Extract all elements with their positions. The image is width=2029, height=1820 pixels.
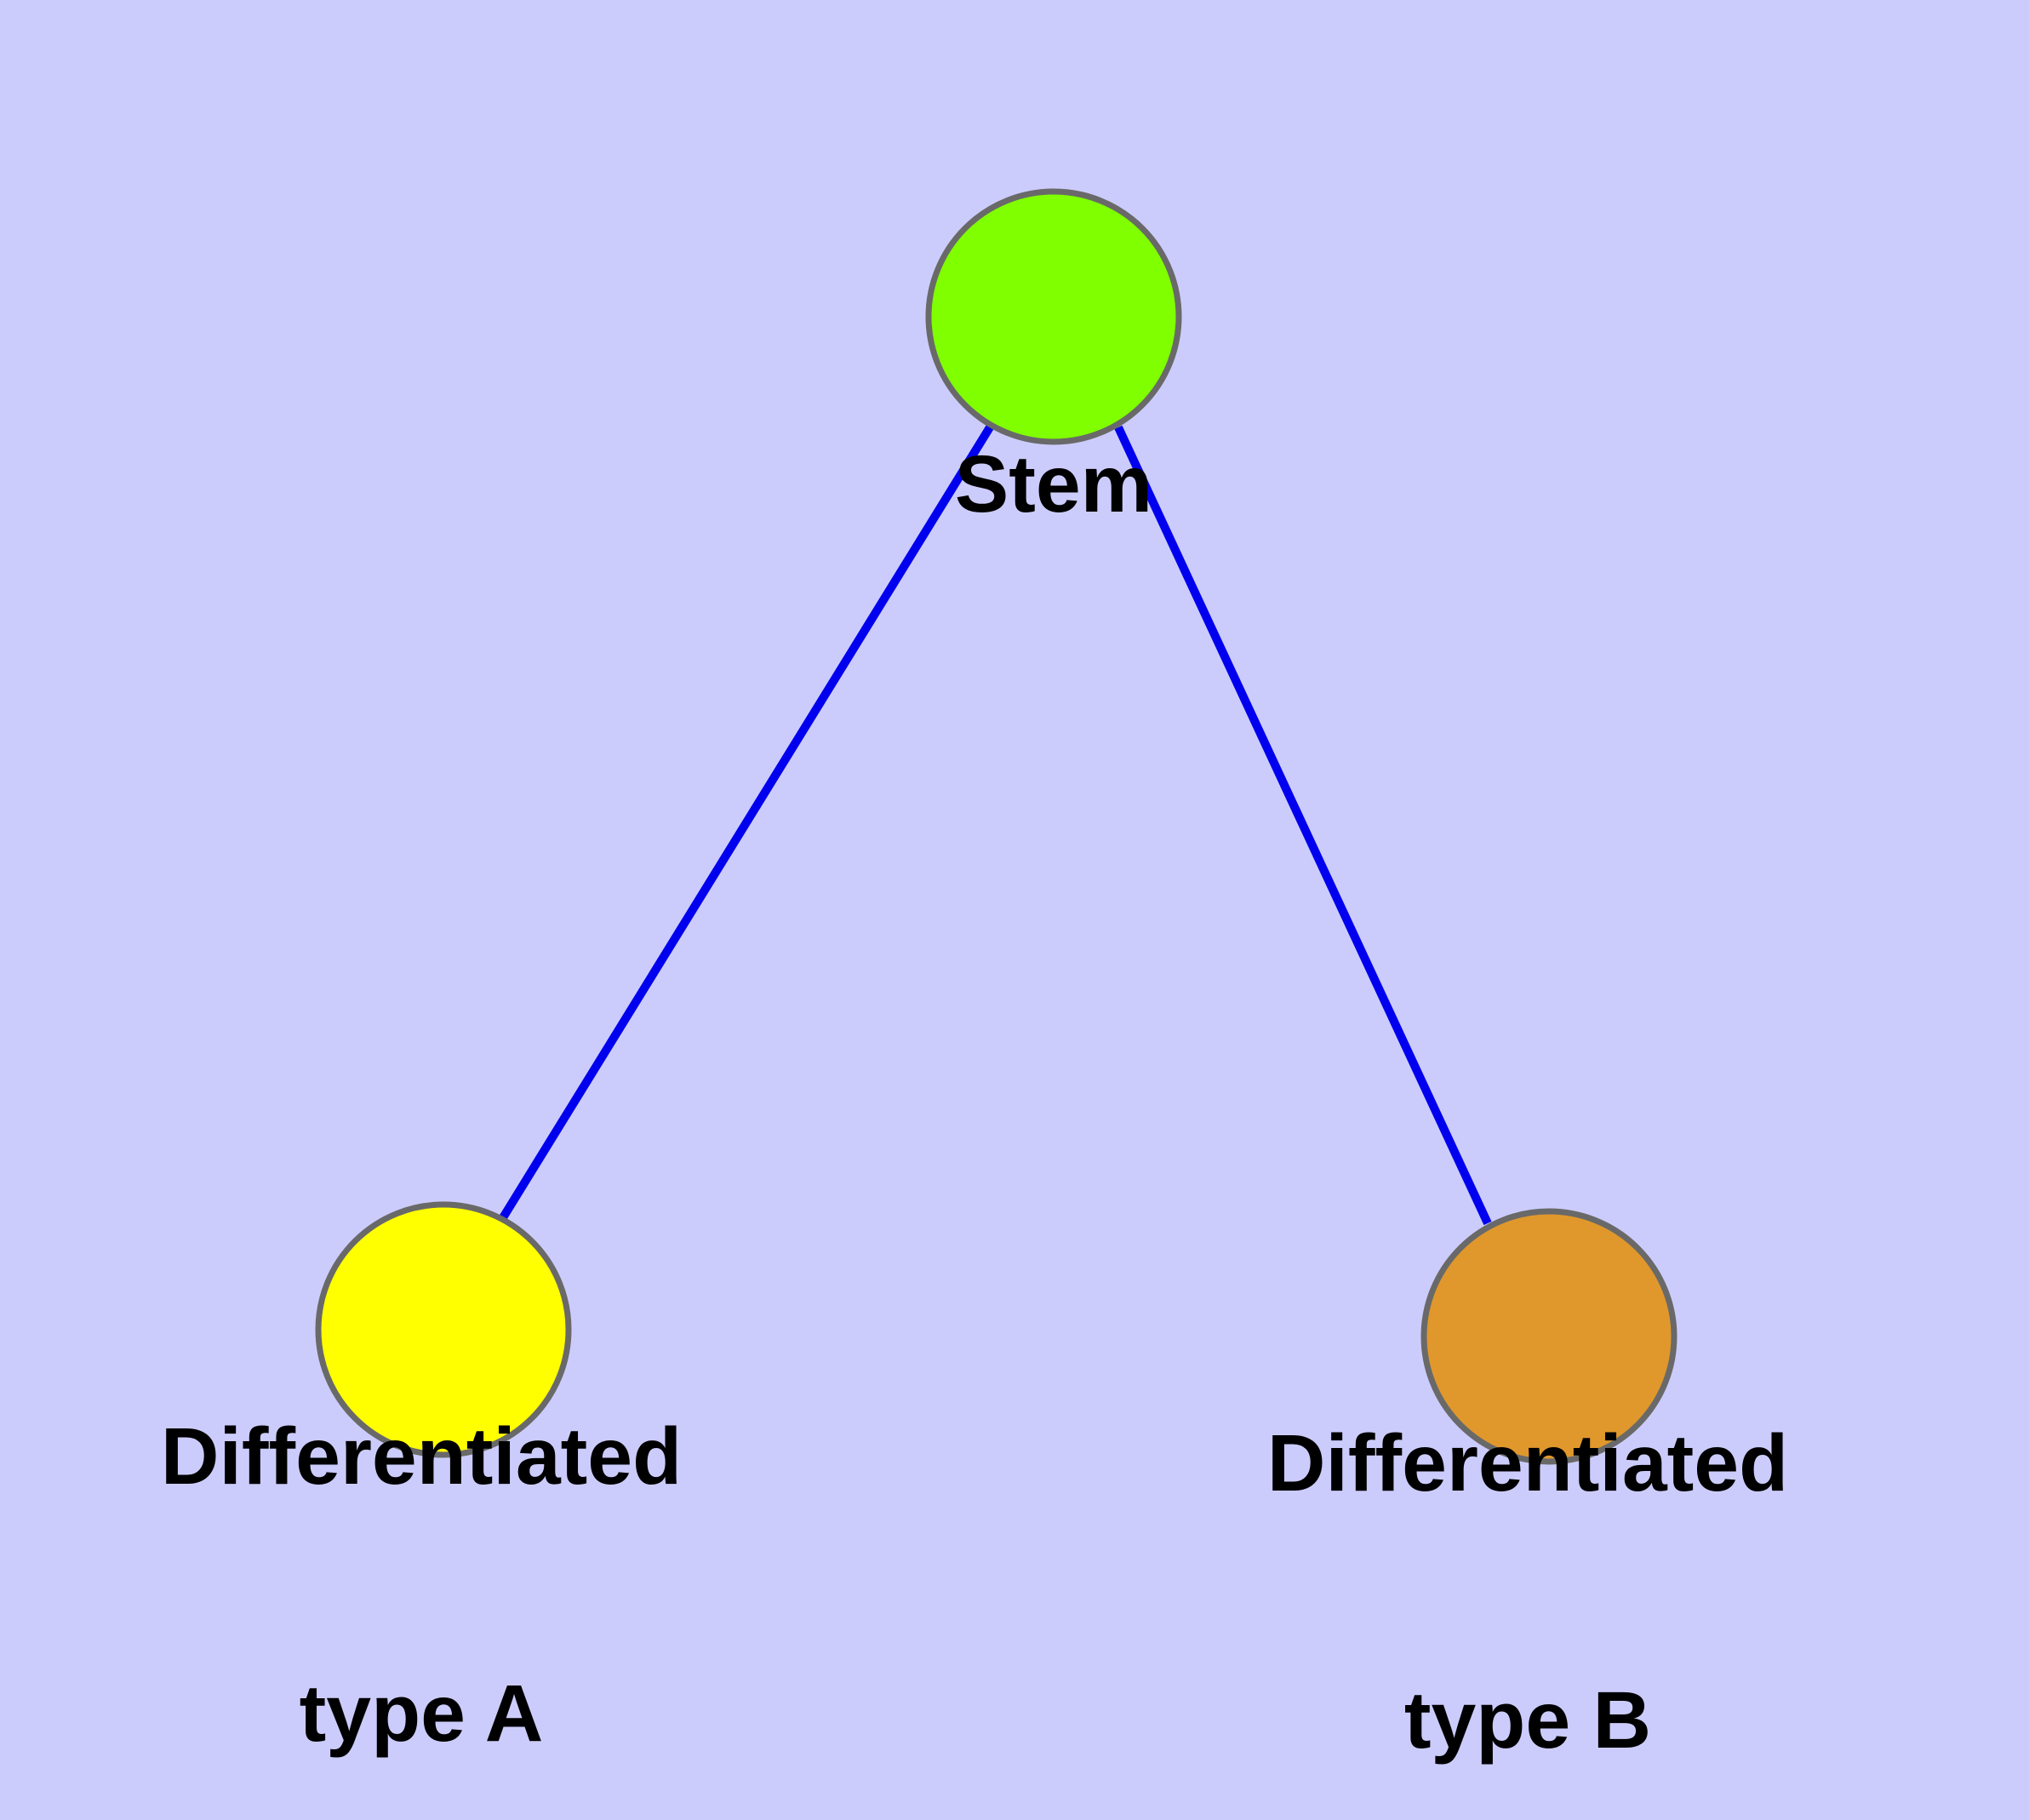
node-differentiated-type-b[interactable] xyxy=(1420,1208,1677,1465)
node-differentiated-type-a[interactable] xyxy=(315,1201,572,1458)
node-layer xyxy=(315,188,1677,1465)
edge-stem-to-diff-b[interactable] xyxy=(1114,425,1492,1226)
node-stem[interactable] xyxy=(925,188,1182,445)
edge-stem-to-diff-a[interactable] xyxy=(498,425,994,1222)
edge-layer xyxy=(498,425,1492,1226)
